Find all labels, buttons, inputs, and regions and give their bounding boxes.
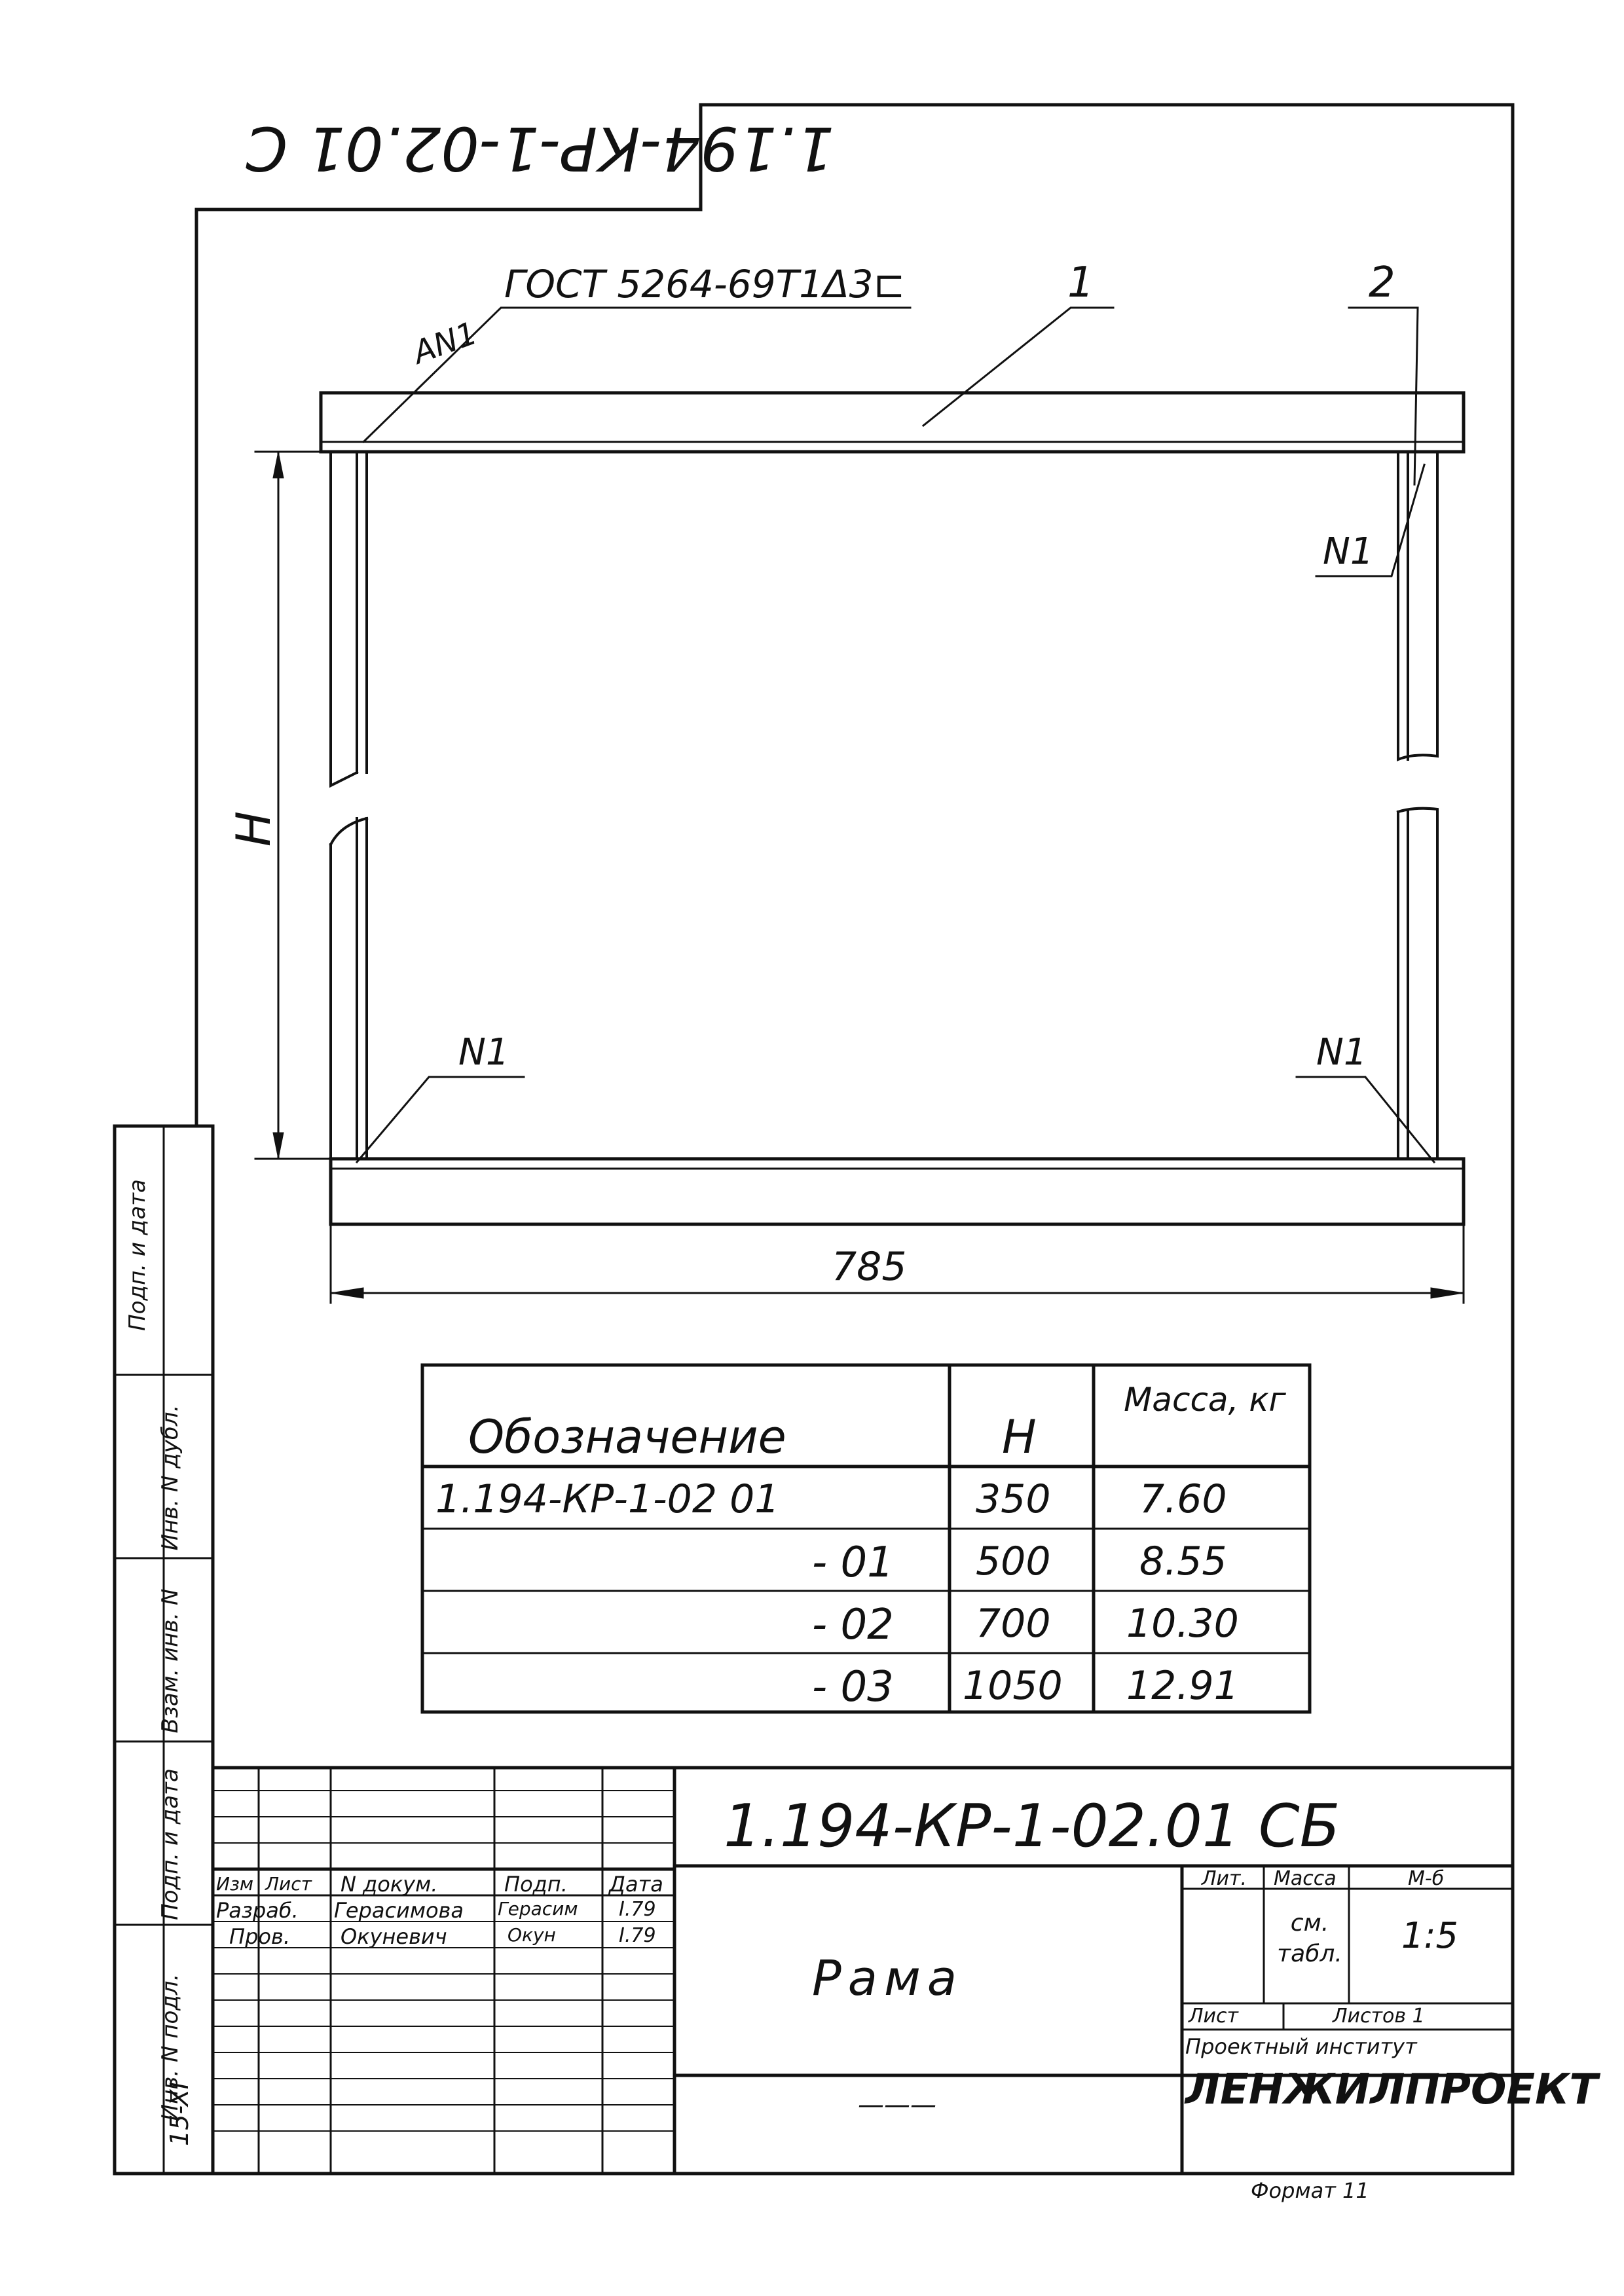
spec-header-designation: Обозначение bbox=[468, 1410, 786, 1464]
n1-leader-right-top bbox=[1315, 464, 1426, 577]
side-label-inv-dubl: Инв. N дубл. bbox=[157, 1404, 183, 1551]
dash-field: ——— bbox=[858, 2090, 936, 2120]
callout-part-2: 2 bbox=[1369, 259, 1395, 307]
left-post-lower bbox=[329, 816, 369, 1160]
spec-row-h: 500 bbox=[976, 1539, 1051, 1584]
callout-n1-right-top: N1 bbox=[1323, 530, 1374, 573]
mass-label: Масса bbox=[1274, 1867, 1337, 1890]
spec-row-designation: - 02 bbox=[812, 1601, 894, 1649]
side-signature: 15-XI bbox=[164, 2082, 194, 2146]
sheet-label: Лист bbox=[1189, 2005, 1239, 2028]
col-sign: Подп. bbox=[504, 1872, 568, 1897]
weld-note: ГОСТ 5264-69Т1Δ3⊏ bbox=[504, 262, 906, 306]
spec-row-mass: 12.91 bbox=[1126, 1663, 1239, 1709]
sheet-frame bbox=[194, 103, 1515, 2176]
col-doc-no: N докум. bbox=[341, 1872, 438, 1897]
spec-header-h: Н bbox=[1002, 1410, 1037, 1464]
row-date: I.79 bbox=[619, 1924, 656, 1947]
spec-row-mass: 8.55 bbox=[1139, 1539, 1227, 1584]
mass-value: см. табл. bbox=[1277, 1910, 1342, 1967]
row-role: Пров. bbox=[229, 1924, 290, 1949]
left-post-upper bbox=[329, 450, 368, 788]
institute-line2: ЛЕНЖИЛПРОЕКТ bbox=[1185, 2066, 1598, 2114]
spec-header-mass: Масса, кг bbox=[1124, 1381, 1286, 1419]
row-name: Герасимова bbox=[334, 1898, 464, 1923]
spec-row-designation: 1.194-КР-1-02 01 bbox=[435, 1476, 780, 1522]
spec-row-h: 350 bbox=[976, 1476, 1051, 1522]
weld-leader bbox=[361, 306, 912, 444]
callout-n1-right-bottom: N1 bbox=[1316, 1031, 1367, 1074]
width-value: 785 bbox=[832, 1244, 907, 1290]
right-post-lower bbox=[1396, 807, 1439, 1160]
scale-label: М-б bbox=[1408, 1867, 1445, 1890]
spec-row-h: 700 bbox=[976, 1601, 1051, 1647]
row-sign: Окун bbox=[507, 1924, 556, 1946]
spec-row-mass: 7.60 bbox=[1139, 1476, 1227, 1522]
part2-leader bbox=[1348, 306, 1419, 486]
part1-leader bbox=[921, 306, 1115, 428]
side-label-podp-data-upper: Подп. и дата bbox=[124, 1179, 151, 1331]
col-izm: Изм bbox=[216, 1873, 253, 1895]
top-chord bbox=[319, 391, 1466, 454]
spec-row-designation: - 01 bbox=[812, 1539, 894, 1587]
doc-code: 1.194-КР-1-02.01 СБ bbox=[724, 1792, 1340, 1861]
spec-row-h: 1050 bbox=[963, 1663, 1063, 1709]
row-sign: Герасим bbox=[498, 1898, 578, 1920]
scale-value: 1:5 bbox=[1401, 1915, 1458, 1956]
row-role: Разраб. bbox=[216, 1898, 299, 1923]
format-label: Формат 11 bbox=[1251, 2178, 1369, 2203]
height-label: Н bbox=[226, 811, 282, 847]
callout-n1-left-bottom: N1 bbox=[458, 1031, 509, 1074]
rotated-doc-code: 1.194-КР-1-02.01 С bbox=[246, 113, 835, 183]
row-date: I.79 bbox=[619, 1898, 656, 1921]
n1-leader-right-bottom bbox=[1295, 1076, 1436, 1164]
callout-part-1: 1 bbox=[1067, 259, 1094, 307]
institute-line1: Проектный институт bbox=[1185, 2034, 1417, 2059]
col-date: Дата bbox=[609, 1872, 663, 1897]
sheets-label: Листов 1 bbox=[1333, 2005, 1425, 2028]
right-post-upper bbox=[1397, 450, 1439, 761]
drawing-name: Рама bbox=[812, 1950, 964, 2007]
spec-table-frame bbox=[420, 1363, 1312, 1714]
bottom-chord bbox=[329, 1157, 1466, 1226]
row-name: Окуневич bbox=[341, 1924, 447, 1949]
lit-label: Лит. bbox=[1202, 1867, 1247, 1890]
spec-row-designation: - 03 bbox=[812, 1663, 894, 1711]
col-list: Лист bbox=[265, 1873, 312, 1895]
spec-row-mass: 10.30 bbox=[1126, 1601, 1239, 1647]
n1-leader-left-bottom bbox=[355, 1076, 525, 1164]
